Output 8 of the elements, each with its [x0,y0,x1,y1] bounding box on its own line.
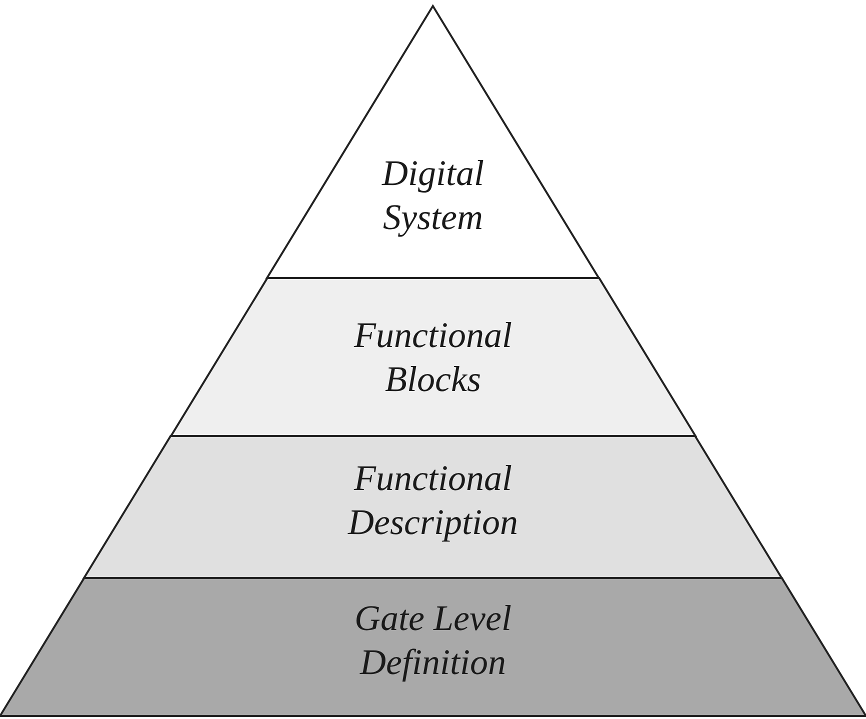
tier-label: Digital System [380,152,485,239]
pyramid-tier [267,6,599,278]
tier-label: Functional Description [346,457,519,544]
pyramid-tier [84,436,782,578]
pyramid-tier [170,278,696,436]
tier-label: Gate Level Definition [354,597,512,684]
pyramid-tier [0,578,866,716]
tier-label: Functional Blocks [352,314,513,401]
